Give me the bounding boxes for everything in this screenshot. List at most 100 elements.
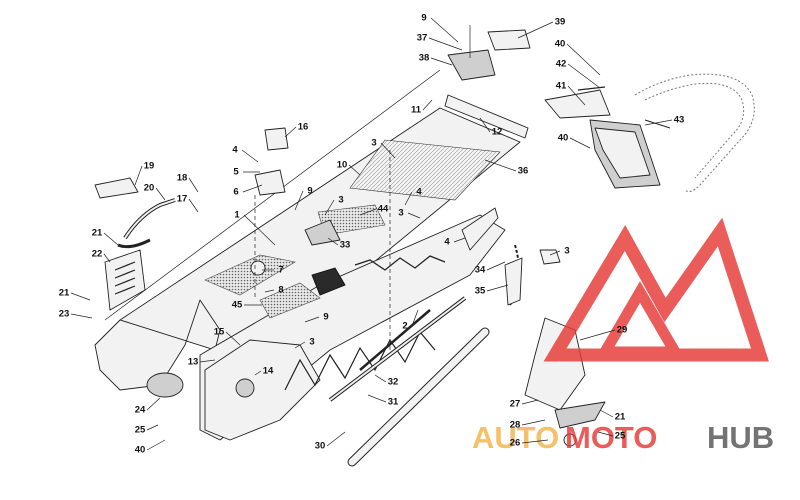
callout-label: 12 (492, 127, 503, 138)
cross-brace-33 (304, 219, 341, 246)
callout-leader (430, 17, 459, 43)
callout-leader (521, 439, 549, 444)
callout-leader (597, 431, 614, 437)
callout-leader (188, 198, 199, 213)
seat-latch-16 (264, 127, 289, 151)
callout-leader (599, 409, 614, 418)
callout-label: 43 (674, 115, 685, 126)
callout-leader (327, 237, 339, 246)
callout-label: 5 (233, 167, 239, 178)
callout-leader (486, 284, 509, 292)
callout-label: 33 (340, 240, 351, 251)
callout-label: 4 (232, 145, 238, 156)
callout-label: 3 (564, 246, 569, 257)
hitch-bracket-38 (447, 49, 496, 81)
callout-label: 21 (59, 288, 70, 299)
callout-label: 15 (214, 327, 225, 338)
watermark-word-moto: MOTO (565, 420, 657, 455)
callout-label: 17 (177, 194, 188, 205)
callout-leader (70, 313, 93, 319)
callout-label: 45 (232, 300, 243, 311)
callout-label: 35 (475, 286, 486, 297)
callout-label: 11 (411, 105, 422, 116)
callout-leader (484, 159, 517, 172)
tow-handle-20-outline (123, 198, 176, 240)
step-plate-35 (504, 257, 523, 306)
foot-grip-bracket (311, 267, 346, 296)
watermark-logo: AUTO MOTO HUB (472, 217, 774, 455)
front-structure (204, 339, 321, 441)
callout-leader (569, 137, 591, 149)
callout-label: 24 (135, 405, 146, 416)
callout-leader (517, 21, 554, 39)
callout-label: 21 (615, 412, 626, 423)
callout-leader (146, 397, 161, 411)
callout-label: 42 (556, 59, 567, 70)
callout-leader (199, 359, 216, 363)
vent-slots (114, 261, 136, 295)
tail-light-housing-24 (146, 372, 184, 398)
callout-leader (407, 212, 421, 219)
callout-leader (284, 126, 297, 138)
callout-label: 40 (558, 133, 569, 144)
callout-label: 8 (278, 285, 283, 296)
rear-bumper-outline (634, 73, 755, 193)
callout-leader (411, 309, 419, 327)
callout-leader (348, 164, 361, 176)
flap-cover (594, 127, 651, 179)
callout-label: 3 (371, 138, 376, 149)
right-accessories (461, 207, 561, 306)
callout-leader (242, 184, 263, 193)
callout-label: 9 (323, 312, 328, 323)
rail-truss-upper (354, 255, 446, 271)
callout-label: 23 (59, 309, 70, 320)
callout-label: 18 (177, 173, 188, 184)
callout-label: 3 (309, 337, 314, 348)
callout-leader (567, 85, 586, 106)
callout-label: 28 (510, 420, 521, 431)
callout-label: 40 (555, 39, 566, 50)
tunnel-assembly (94, 69, 521, 441)
rear-flap-assembly (544, 86, 671, 189)
callout-label: 27 (510, 399, 521, 410)
watermark-word-hub: HUB (707, 420, 774, 455)
tunnel-centerline (104, 69, 441, 321)
running-board-mesh-left (204, 254, 296, 296)
watermark-mountain-inner (595, 281, 685, 358)
callout-leader (644, 119, 673, 126)
callout-label: 6 (233, 187, 238, 198)
callout-leader (103, 253, 111, 263)
callout-label: 40 (135, 445, 146, 456)
bracket-6 (254, 169, 286, 196)
cover-19 (94, 177, 139, 199)
callout-leader (359, 208, 377, 216)
callout-label: 16 (298, 122, 309, 133)
callout-label: 1 (234, 210, 240, 221)
tunnel-deck-plate (349, 139, 501, 201)
callout-leader (294, 190, 304, 211)
callout-leader (579, 329, 616, 341)
callout-label: 7 (278, 265, 283, 276)
callout-label: 9 (307, 186, 312, 197)
callout-leader (374, 374, 387, 383)
callout-label: 34 (475, 265, 486, 276)
callout-leader (326, 431, 346, 447)
callout-label: 22 (92, 249, 103, 260)
washer-26 (563, 433, 577, 447)
callout-leader (479, 117, 491, 133)
mount-plate-27 (554, 401, 606, 429)
flap-strap-43 (644, 119, 671, 129)
callout-leader (241, 149, 259, 163)
watermark-word-auto: AUTO (472, 420, 559, 455)
callout-label: 9 (421, 13, 426, 24)
callout-leader (521, 419, 546, 426)
handle-grip-21 (117, 238, 151, 249)
shafts (328, 296, 490, 467)
callout-label: 3 (398, 208, 403, 219)
hitch-plate-39 (487, 29, 531, 51)
callout-label: 36 (518, 166, 529, 177)
callout-leader (294, 341, 306, 349)
callout-leader (324, 199, 335, 216)
